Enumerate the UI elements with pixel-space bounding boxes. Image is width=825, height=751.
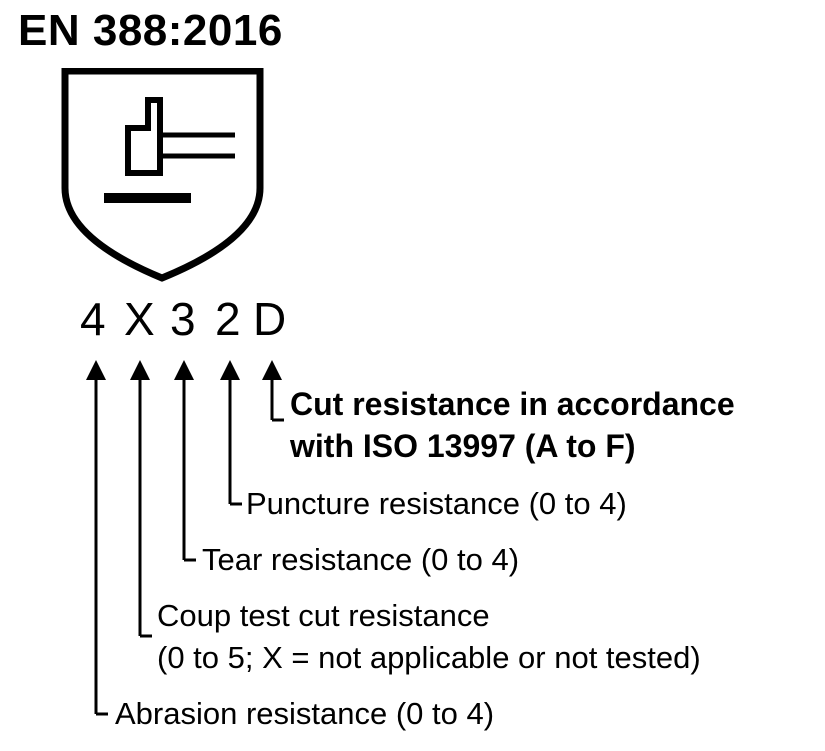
standard-title: EN 388:2016 [18,6,283,55]
code-puncture: 2 [215,293,241,345]
label-cut-iso-line2: with ISO 13997 (A to F) [290,428,636,464]
arrow-up-icon [174,360,194,380]
shield-outline [61,68,264,282]
arrow-up-icon [130,360,150,380]
code-coup: X [124,293,155,345]
code-tear: 3 [170,293,196,345]
hammer-base [104,193,191,203]
label-abrasion: Abrasion resistance (0 to 4) [115,696,495,731]
arrow-up-icon [220,360,240,380]
arrow-up-icon [86,360,106,380]
code-abrasion: 4 [80,293,106,345]
shield-hammer-icon [61,68,264,282]
label-coup-line2: (0 to 5; X = not applicable or not teste… [157,640,701,675]
label-coup-line1: Coup test cut resistance [157,598,490,633]
label-puncture: Puncture resistance (0 to 4) [246,486,627,521]
label-cut-iso-line1: Cut resistance in accordance [290,386,735,422]
label-tear: Tear resistance (0 to 4) [202,542,520,577]
code-cut-iso: D [253,293,287,345]
hammer-head [125,97,163,176]
arrow-up-icon [262,360,282,380]
